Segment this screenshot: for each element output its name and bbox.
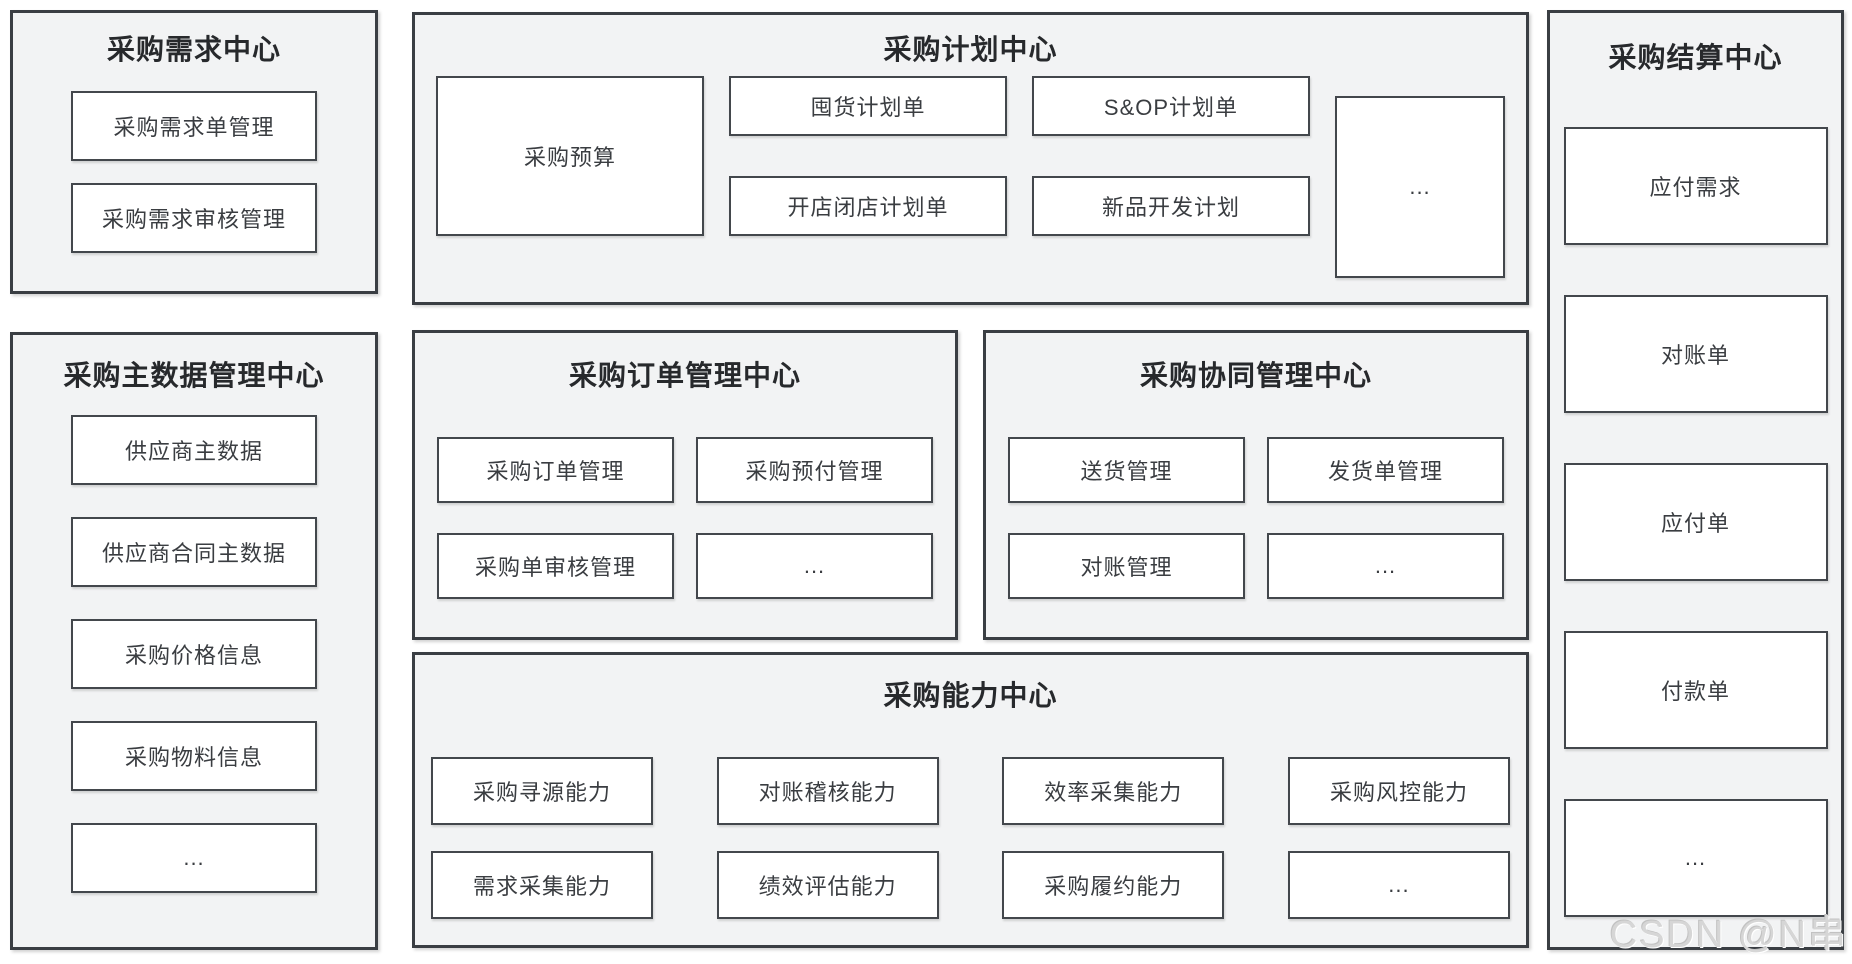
store-open-close-plan-box: 开店闭店计划单 <box>729 176 1007 236</box>
master-data-boxes: 供应商主数据 供应商合同主数据 采购价格信息 采购物料信息 ... <box>13 415 375 893</box>
shipment-mgmt-box: 发货单管理 <box>1267 437 1504 503</box>
delivery-mgmt-box: 送货管理 <box>1008 437 1245 503</box>
plan-center-title: 采购计划中心 <box>883 34 1058 65</box>
settlement-center-title: 采购结算中心 <box>1608 42 1783 73</box>
demand-order-mgmt-box: 采购需求单管理 <box>71 91 317 161</box>
csdn-watermark: CSDN @N串 <box>1609 914 1848 956</box>
plan-column-1: 囤货计划单 开店闭店计划单 <box>729 76 1007 236</box>
purchase-order-mgmt-box: 采购订单管理 <box>437 437 674 503</box>
capability-center-boxes: 采购寻源能力 对账稽核能力 效率采集能力 采购风控能力 需求采集能力 绩效评估能… <box>415 757 1526 919</box>
reconciliation-mgmt-box: 对账管理 <box>1008 533 1245 599</box>
efficiency-collection-capability-box: 效率采集能力 <box>1002 757 1225 825</box>
master-data-center-title: 采购主数据管理中心 <box>63 360 325 391</box>
demand-center-title: 采购需求中心 <box>106 34 281 65</box>
panel-collaboration-center: 采购协同管理中心 送货管理 发货单管理 对账管理 ... <box>983 330 1529 640</box>
reconciliation-audit-capability-box: 对账稽核能力 <box>716 757 939 825</box>
panel-master-data-center: 采购主数据管理中心 供应商主数据 供应商合同主数据 采购价格信息 采购物料信息 … <box>10 332 378 950</box>
plan-more-box: ... <box>1335 96 1505 278</box>
sourcing-capability-box: 采购寻源能力 <box>431 757 653 825</box>
supplier-contract-master-data-box: 供应商合同主数据 <box>71 517 317 587</box>
risk-control-capability-box: 采购风控能力 <box>1287 757 1510 825</box>
purchase-prepay-mgmt-box: 采购预付管理 <box>696 437 933 503</box>
panel-settlement-center: 采购结算中心 应付需求 对账单 应付单 付款单 ... <box>1547 10 1844 950</box>
payable-demand-box: 应付需求 <box>1563 127 1828 245</box>
panel-demand-center: 采购需求中心 采购需求单管理 采购需求审核管理 <box>10 10 378 294</box>
new-product-plan-box: 新品开发计划 <box>1032 176 1310 236</box>
settlement-center-boxes: 应付需求 对账单 应付单 付款单 ... <box>1550 127 1841 917</box>
collaboration-center-boxes: 送货管理 发货单管理 对账管理 ... <box>986 437 1526 599</box>
order-center-boxes: 采购订单管理 采购预付管理 采购单审核管理 ... <box>415 437 955 599</box>
panel-order-center: 采购订单管理中心 采购订单管理 采购预付管理 采购单审核管理 ... <box>412 330 958 640</box>
purchase-price-info-box: 采购价格信息 <box>71 619 317 689</box>
stockpile-plan-box: 囤货计划单 <box>729 76 1007 136</box>
performance-evaluation-capability-box: 绩效评估能力 <box>716 851 939 919</box>
plan-center-boxes: 采购预算 囤货计划单 开店闭店计划单 S&OP计划单 新品开发计划 ... <box>415 76 1526 278</box>
order-more-box: ... <box>696 533 933 599</box>
order-center-title: 采购订单管理中心 <box>568 360 801 391</box>
demand-review-mgmt-box: 采购需求审核管理 <box>71 183 317 253</box>
payable-bill-box: 应付单 <box>1563 463 1828 581</box>
statement-box: 对账单 <box>1563 295 1828 413</box>
collaboration-center-title: 采购协同管理中心 <box>1139 360 1372 391</box>
settlement-more-box: ... <box>1563 799 1828 917</box>
capability-center-title: 采购能力中心 <box>883 680 1058 711</box>
master-data-more-box: ... <box>71 823 317 893</box>
payment-bill-box: 付款单 <box>1563 631 1828 749</box>
demand-collection-capability-box: 需求采集能力 <box>431 851 653 919</box>
sop-plan-box: S&OP计划单 <box>1032 76 1310 136</box>
purchase-order-review-box: 采购单审核管理 <box>437 533 674 599</box>
fulfillment-capability-box: 采购履约能力 <box>1002 851 1225 919</box>
panel-plan-center: 采购计划中心 采购预算 囤货计划单 开店闭店计划单 S&OP计划单 新品开发计划… <box>412 12 1529 305</box>
purchase-budget-box: 采购预算 <box>436 76 704 236</box>
capability-more-box: ... <box>1287 851 1510 919</box>
plan-column-2: S&OP计划单 新品开发计划 <box>1032 76 1310 236</box>
purchase-material-info-box: 采购物料信息 <box>71 721 317 791</box>
panel-capability-center: 采购能力中心 采购寻源能力 对账稽核能力 效率采集能力 采购风控能力 需求采集能… <box>412 652 1529 948</box>
collaboration-more-box: ... <box>1267 533 1504 599</box>
demand-center-boxes: 采购需求单管理 采购需求审核管理 <box>13 91 375 253</box>
supplier-master-data-box: 供应商主数据 <box>71 415 317 485</box>
